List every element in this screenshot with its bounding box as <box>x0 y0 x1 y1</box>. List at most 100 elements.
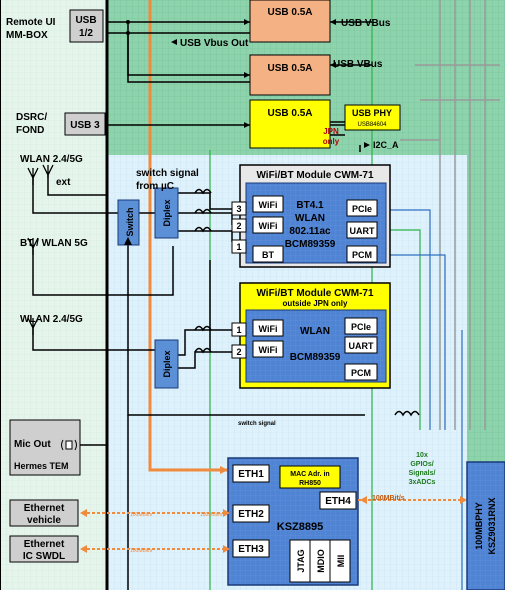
usb-power-box-3 <box>249 99 331 149</box>
gpio-note-2: GPIOs/ <box>410 461 433 468</box>
usb-arrows <box>171 19 370 148</box>
ksz-eth1-label: ETH1 <box>238 469 264 480</box>
switch-signal-label-2: from µC <box>136 181 174 192</box>
wiring-gray <box>400 0 500 430</box>
usb12-connector <box>69 9 104 43</box>
module2-num-2 <box>231 344 247 359</box>
module2-title: WiFi/BT Module CWM-71 <box>256 288 374 299</box>
switch-signal-small: switch signal <box>238 421 276 427</box>
eth-ic-connector <box>9 535 79 563</box>
module2-iface-pcie <box>344 317 378 335</box>
module1-iface-pcie-label: PCIe <box>352 204 372 214</box>
ksz-eth4 <box>319 491 357 510</box>
coil-symbols <box>194 188 420 417</box>
module1-port-wifi-2-label: WiFi <box>259 221 278 231</box>
wlan-mid-label: WLAN 2.4/5G <box>20 314 83 325</box>
module1-port-bt-label: BT <box>262 250 274 260</box>
mac-label-2: RH850 <box>299 480 321 487</box>
phy-100mb-block <box>466 461 505 590</box>
diplex-block-top <box>154 187 179 239</box>
ethernet-links <box>82 499 465 550</box>
module2-core-2: BCM89359 <box>290 352 341 363</box>
usb-phy-box <box>344 104 401 131</box>
module1-iface-pcm-label: PCM <box>352 250 372 260</box>
module1-num-3 <box>231 201 247 216</box>
ksz-jtag-label: JTAG <box>296 549 306 572</box>
module1-core-1: BT4.1 <box>296 200 324 211</box>
usb-vbus-out-label: USB Vbus Out <box>180 38 249 49</box>
module1-core-3: 802.11ac <box>289 226 331 237</box>
wlan-top-label: WLAN 2.4/5G <box>20 154 83 165</box>
module1-port-wifi-1 <box>252 195 284 213</box>
ksz-eth4-label: ETH4 <box>325 496 351 507</box>
diplex-block-bottom <box>154 339 179 389</box>
i2c-label: I2C_A <box>373 140 399 150</box>
diplex-label-top: Diplex <box>162 199 172 226</box>
mac-label-1: MAC Adr. in <box>290 471 329 478</box>
usb3-label: USB 3 <box>70 120 100 131</box>
usb-phy-part: USB84604 <box>357 122 387 128</box>
module1-iface-uart <box>346 221 378 239</box>
ksz-eth2 <box>232 504 270 523</box>
eth-ic-label-2: IC SWDL <box>23 551 65 562</box>
ethernet-arrows <box>80 466 467 553</box>
usb12-label-2: 1/2 <box>79 28 93 39</box>
eth-ic-label-1: Ethernet <box>24 539 65 550</box>
usb-vbus-line <box>148 0 228 472</box>
speed-label-ic: 100MBit/s <box>130 548 153 554</box>
ksz-mii <box>329 539 351 583</box>
usb-vbus-label-1: USB VBus <box>341 18 391 29</box>
eth-vehicle-connector <box>9 499 79 527</box>
module1-num-1-label: 1 <box>236 242 241 252</box>
eth-vehicle-label-1: Ethernet <box>24 503 65 514</box>
ksz-eth3-label: ETH3 <box>238 544 264 555</box>
module1-num-1 <box>231 239 247 254</box>
usb3-connector <box>64 112 106 136</box>
module1-num-2 <box>231 218 247 233</box>
module1-iface-pcm <box>346 245 378 263</box>
module1-port-bt <box>252 245 284 263</box>
fond-label: FOND <box>16 125 44 136</box>
module1-num-3-label: 3 <box>236 204 241 214</box>
switch-arrow <box>124 237 132 245</box>
usb-power-box-1-label: USB 0.5A <box>267 7 312 18</box>
module2-iface-uart-label: UART <box>349 341 374 351</box>
usb-vbus-label-2: USB VBus <box>333 59 383 70</box>
module1-num-2-label: 2 <box>236 221 241 231</box>
ksz-mdio-label: MDIO <box>316 549 326 573</box>
module1-port-wifi-1-label: WiFi <box>259 200 278 210</box>
module2-num-2-label: 2 <box>236 347 241 357</box>
module2-iface-pcie-label: PCIe <box>351 322 371 332</box>
ksz-eth2-label: ETH2 <box>238 509 264 520</box>
module2-subtitle: outside JPN only <box>283 299 348 308</box>
remote-ui-label: Remote UI <box>6 17 56 28</box>
speed-label-mid: 100MBit/s <box>200 512 223 518</box>
usb-power-box-1 <box>249 0 331 43</box>
module2-iface-uart <box>344 336 378 354</box>
diplex-label-bottom: Diplex <box>162 350 172 377</box>
mac-address-box <box>279 465 341 489</box>
usb-power-box-3-label: USB 0.5A <box>267 108 312 119</box>
wiring-blue <box>385 209 463 590</box>
module1-core-4: BCM89359 <box>285 239 336 250</box>
module2-iface-pcm <box>344 363 378 381</box>
module1-iface-pcie <box>346 199 378 217</box>
module1-core-2: WLAN <box>295 213 325 224</box>
module2-num-1-label: 1 <box>236 325 241 335</box>
phy-label-2: KSZ9031RNX <box>487 497 497 554</box>
mm-box-label: MM-BOX <box>6 30 48 41</box>
hermes-label: Hermes TEM <box>14 461 69 471</box>
mic-out-label: Mic Out <box>14 439 51 450</box>
gpio-note-4: 3xADCs <box>409 479 436 486</box>
ksz-eth3 <box>232 539 270 558</box>
gpio-note-3: Signals/ <box>409 470 436 477</box>
usb-power-box-2-label: USB 0.5A <box>267 63 312 74</box>
jpn-only-2: only <box>323 137 340 146</box>
module2-port-wifi-2-label: WiFi <box>259 345 278 355</box>
module2-num-1 <box>231 322 247 337</box>
usb-phy-title: USB PHY <box>352 108 392 118</box>
ksz-eth1 <box>232 464 270 483</box>
usb-power-box-2 <box>249 54 331 96</box>
speaker-icon <box>61 439 77 451</box>
